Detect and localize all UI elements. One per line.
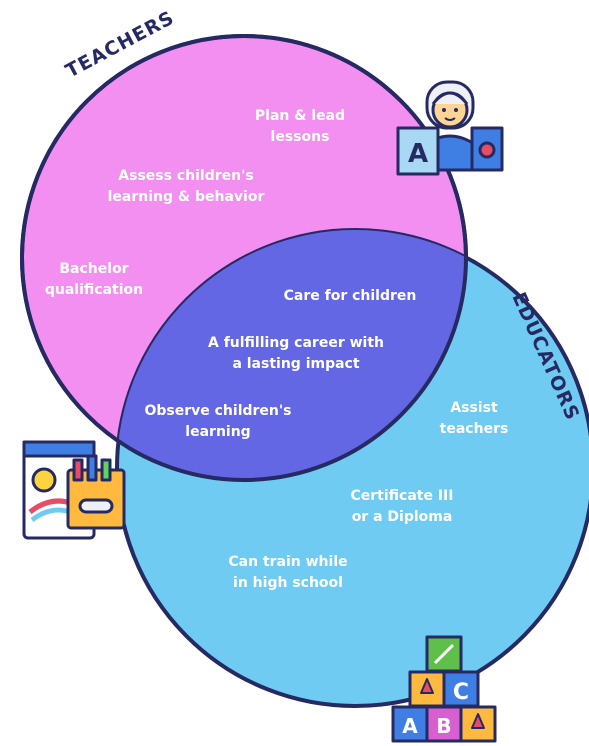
overlap-item-career-line1: A fulfilling career with: [208, 335, 384, 351]
overlap-item-observe-line1: Observe children's: [144, 403, 291, 419]
overlap-item-career-line2: a lasting impact: [232, 356, 359, 372]
block-letter-a: A: [402, 714, 418, 738]
teacher-board-letter: A: [408, 139, 428, 169]
alphabet-blocks-icon: C A B: [391, 635, 497, 743]
teachers-item-assess-line2: learning & behavior: [108, 189, 265, 205]
teachers-item-bachelor-line2: qualification: [45, 282, 143, 298]
educators-item-assist-line2: teachers: [440, 421, 509, 437]
teachers-item-bachelor-line1: Bachelor: [59, 261, 128, 277]
educators-item-train-line1: Can train while: [228, 554, 347, 570]
teacher-icon: A: [396, 80, 504, 176]
block-letter-b: B: [436, 714, 451, 738]
educators-item-train-line2: in high school: [233, 575, 343, 591]
teachers-item-plan-line1: Plan & lead: [255, 108, 345, 124]
overlap-item-care: Care for children: [284, 288, 417, 304]
teachers-item-plan-line2: lessons: [271, 129, 330, 145]
educators-item-cert-line1: Certificate III: [351, 488, 454, 504]
overlap-item-observe-line2: learning: [185, 424, 250, 440]
educators-item-assist-line1: Assist: [450, 400, 498, 416]
teachers-item-assess-line1: Assess children's: [118, 168, 253, 184]
educators-item-cert-line2: or a Diploma: [352, 509, 453, 525]
drawing-board-icon: [22, 440, 126, 540]
block-letter-c: C: [453, 680, 469, 705]
